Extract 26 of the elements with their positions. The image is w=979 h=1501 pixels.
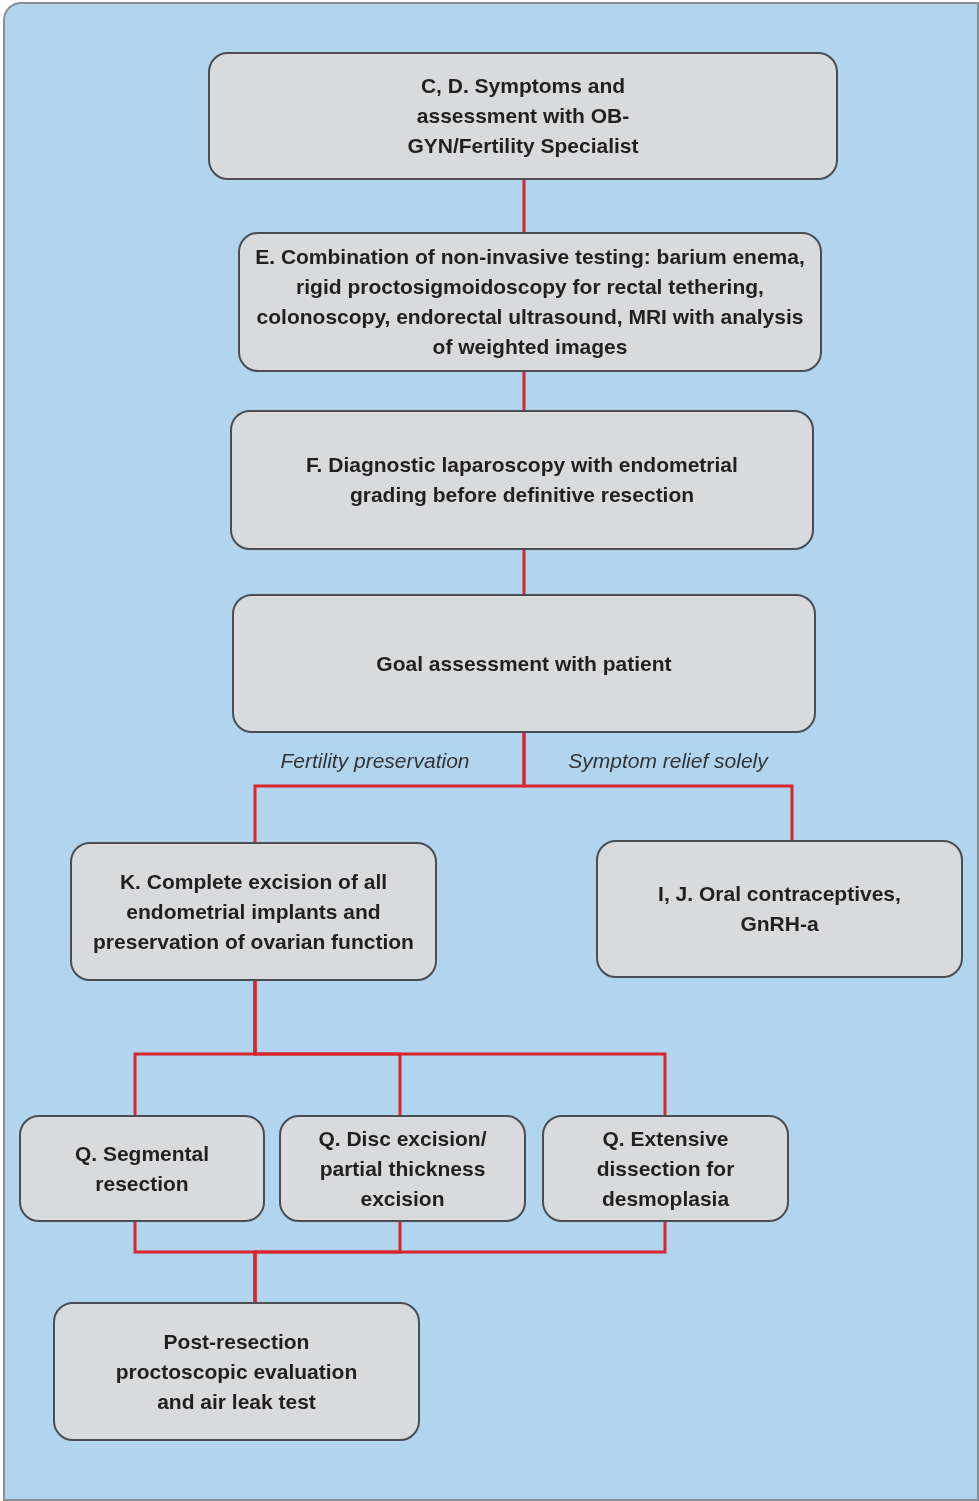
box-text: C, D. Symptoms and assessment with OB-GYN/Fertility Specialist [406, 73, 640, 159]
box-text: E. Combination of non-invasive testing: barium enema, rigid proctosigmoidoscopy for rectal tethering, colonoscopy, endorectal ultrasound, MRI with analysis of weighted images [254, 244, 806, 360]
box-text: Post-resection proctoscopic evaluation and air leak test [114, 1328, 359, 1415]
connector-line [253, 981, 667, 1115]
process-box [53, 1302, 420, 1441]
connector-line [522, 733, 794, 840]
connector-line [522, 372, 526, 410]
connector-line [522, 550, 526, 594]
process-box [70, 842, 437, 981]
box-text: I, J. Oral contraceptives, GnRH-a [657, 881, 902, 937]
process-box [19, 1115, 265, 1222]
box-text: K. Complete excision of all endometrial implants and preservation of ovarian function [92, 868, 415, 955]
connector-line [253, 1222, 667, 1302]
box-text: Goal assessment with patient [376, 650, 672, 677]
process-box [542, 1115, 789, 1222]
process-box [208, 52, 838, 180]
process-box [230, 410, 814, 550]
process-box [232, 594, 816, 733]
box-text: F. Diagnostic laparoscopy with endometrial grading before definitive resection [305, 452, 739, 508]
box-text: Q. Disc excision/ partial thickness excision [317, 1125, 488, 1212]
connector-line [522, 180, 526, 232]
box-text: Q. Segmental resection [73, 1140, 211, 1197]
box-text: Q. Extensive dissection for desmoplasia [595, 1125, 736, 1212]
process-box [596, 840, 963, 978]
process-box [238, 232, 822, 372]
process-box [279, 1115, 526, 1222]
